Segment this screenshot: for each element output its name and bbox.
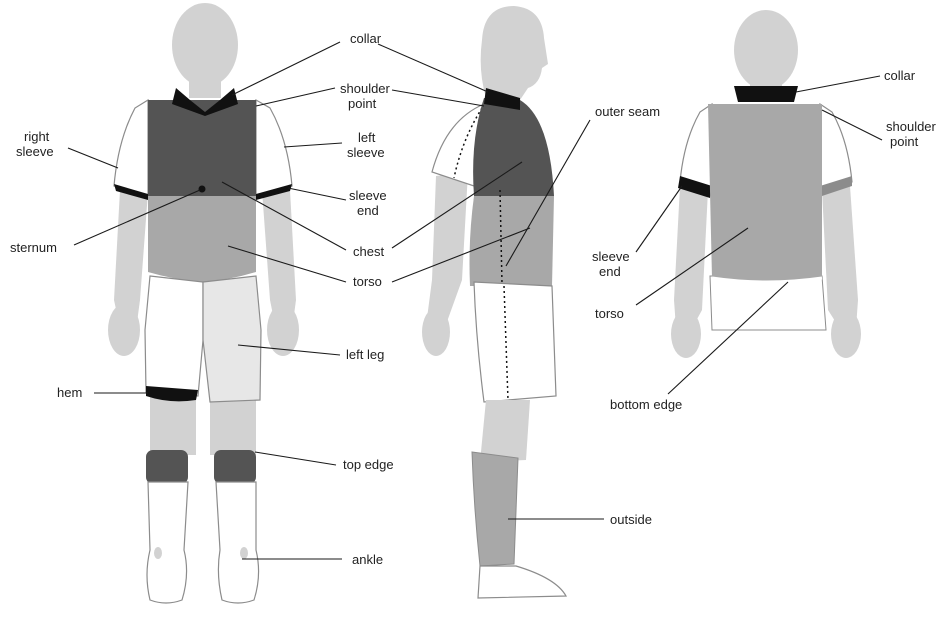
label-top-edge: top edge bbox=[343, 457, 394, 472]
leader-right-sleeve bbox=[68, 148, 118, 168]
front-left-sock-top bbox=[214, 450, 256, 484]
side-head bbox=[481, 6, 548, 100]
side-thigh bbox=[480, 400, 530, 462]
label-sleeve-end-back: sleeve bbox=[592, 249, 630, 264]
leader-sleeve-end-front bbox=[288, 188, 346, 200]
leader-top-edge bbox=[255, 452, 336, 465]
front-shorts-right bbox=[145, 276, 203, 396]
front-right-sock-top bbox=[146, 450, 188, 484]
front-figure bbox=[108, 3, 299, 603]
side-hand bbox=[422, 308, 450, 356]
leader-sleeve-end-back bbox=[636, 186, 682, 252]
leader-collar-back bbox=[796, 76, 880, 92]
label-shoulder-point-back-2: point bbox=[890, 134, 919, 149]
label-collar-back: collar bbox=[884, 68, 916, 83]
label-sleeve-end-back-2: end bbox=[599, 264, 621, 279]
side-chest-panel bbox=[473, 98, 554, 196]
label-sleeve-end-2: end bbox=[357, 203, 379, 218]
label-ankle: ankle bbox=[352, 552, 383, 567]
front-right-hand bbox=[108, 304, 140, 356]
front-left-ankle-bone bbox=[240, 547, 248, 559]
label-right-sleeve: right bbox=[24, 129, 50, 144]
label-left-sleeve-2: sleeve bbox=[347, 145, 385, 160]
leader-shoulder-side bbox=[392, 90, 484, 106]
back-shorts bbox=[710, 276, 826, 330]
side-shorts bbox=[474, 282, 556, 402]
label-left-sleeve: left bbox=[358, 130, 376, 145]
leader-left-sleeve bbox=[284, 143, 342, 147]
back-right-hand bbox=[671, 310, 701, 358]
front-neck bbox=[189, 78, 221, 98]
label-sleeve-end: sleeve bbox=[349, 188, 387, 203]
front-left-sleeve bbox=[256, 100, 292, 196]
label-left-leg: left leg bbox=[346, 347, 384, 362]
leader-collar bbox=[232, 42, 340, 95]
label-sternum: sternum bbox=[10, 240, 57, 255]
back-torso-panel bbox=[708, 104, 822, 281]
side-sock bbox=[472, 452, 518, 566]
label-outside: outside bbox=[610, 512, 652, 527]
front-torso-panel bbox=[148, 196, 256, 282]
front-right-ankle-bone bbox=[154, 547, 162, 559]
label-shoulder-point-2: point bbox=[348, 96, 377, 111]
label-right-sleeve-2: sleeve bbox=[16, 144, 54, 159]
front-sternum-dot bbox=[199, 186, 206, 193]
back-figure bbox=[671, 10, 861, 358]
label-shoulder-point: shoulder bbox=[340, 81, 391, 96]
label-shoulder-point-back: shoulder bbox=[886, 119, 937, 134]
label-outer-seam: outer seam bbox=[595, 104, 660, 119]
leader-shoulder-point bbox=[256, 88, 335, 106]
label-torso-back: torso bbox=[595, 306, 624, 321]
label-bottom-edge: bottom edge bbox=[610, 397, 682, 412]
label-collar: collar bbox=[350, 31, 382, 46]
leader-collar-side bbox=[378, 44, 488, 92]
label-chest: chest bbox=[353, 244, 384, 259]
front-head bbox=[172, 3, 238, 87]
front-right-thigh bbox=[150, 395, 196, 455]
back-collar bbox=[734, 86, 798, 102]
side-figure bbox=[422, 6, 566, 598]
back-left-hand bbox=[831, 310, 861, 358]
front-right-sock bbox=[147, 482, 188, 603]
side-arm bbox=[426, 172, 468, 330]
label-torso: torso bbox=[353, 274, 382, 289]
back-left-arm bbox=[822, 186, 858, 332]
front-left-sock bbox=[216, 482, 259, 603]
front-right-sleeve bbox=[114, 100, 148, 196]
front-shorts-left bbox=[203, 276, 261, 402]
side-shoe bbox=[478, 566, 566, 598]
front-left-thigh bbox=[210, 395, 256, 455]
label-hem: hem bbox=[57, 385, 82, 400]
side-torso-panel bbox=[470, 196, 555, 286]
